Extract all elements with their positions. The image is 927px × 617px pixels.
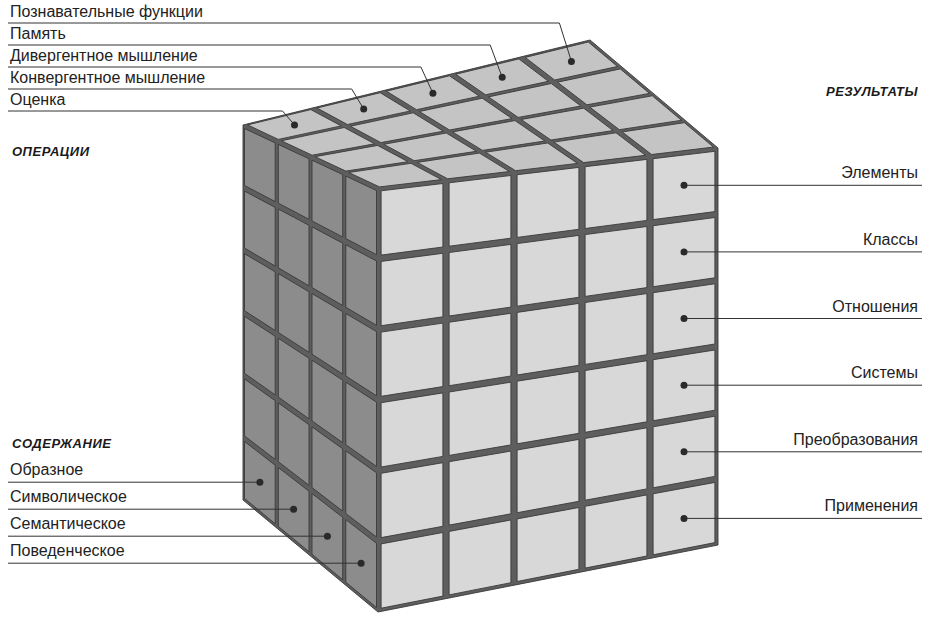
leader-dot [324,533,331,540]
cube-cell-top [248,110,342,140]
cube-cell-front [449,451,511,525]
cube-cell-front [449,244,511,316]
cube-cell-front [517,303,579,375]
cube-cell-front [517,167,579,237]
leader-dot [681,515,688,522]
cube-cell-side [278,209,309,286]
cube-cell-front [517,439,579,512]
axis-heading: РЕЗУЛЬТАТЫ [826,84,918,100]
cube-cell-front [381,323,443,396]
leader-dot [291,121,298,128]
axis-item-label: Конвергентное мышление [10,69,205,87]
cube-cell-front [381,533,443,609]
leader-dot [256,479,263,486]
cube-cell-front [381,184,443,256]
cube-cell-side [312,294,343,375]
cube-cell-front [449,520,511,595]
cube-cell-front [449,176,511,247]
cube-cell-front [449,382,511,455]
axis-item-label: Системы [851,364,918,382]
cube-cell-side [245,129,276,202]
axis-item-label: Семантическое [10,515,126,533]
axis-item-label: Познавательные функции [10,3,203,21]
axis-heading: СОДЕРЖАНИЕ [12,436,111,452]
leader-dot [681,448,688,455]
cube-cell-side [278,144,309,219]
leader-dot [681,248,688,255]
cube-cell-front [585,294,647,365]
axis-heading: ОПЕРАЦИИ [12,144,90,160]
cube-cell-front [517,235,579,306]
cube-cell-front [381,463,443,538]
axis-item-label: Поведенческое [10,542,125,560]
cube-cell-front [585,361,647,433]
cube-cell-front [449,313,511,385]
leader-dot [360,106,367,113]
leader-dot [681,382,688,389]
axis-item-label: Память [10,25,66,43]
leader-dot [429,90,436,97]
axis-item-label: Дивергентное мышление [10,47,198,65]
leader-dot [290,506,297,513]
leader-dot [499,74,506,81]
leader-line [684,451,922,452]
axis-item-label: Классы [863,231,918,249]
cube-cell-side [312,227,343,306]
cube-cell-front [585,428,647,500]
cube-cell-side [346,314,377,396]
cube-cell-top [525,42,617,80]
cube-cell-side [278,274,309,353]
cube-cell-side [346,245,377,325]
cube-cell-side [312,160,343,237]
leader-line [8,509,294,510]
cube-cell-front [517,371,579,443]
leader-line [8,563,361,564]
leader-line [8,536,327,537]
axis-item-label: Образное [10,461,83,479]
cube-cell-front [585,227,647,297]
leader-line [684,251,922,252]
leader-line [684,518,922,519]
cube-cell-front [517,508,579,582]
axis-item-label: Отношения [832,298,918,316]
leader-line [8,482,260,483]
axis-item-label: Применения [825,497,918,515]
cube-cell-front [381,393,443,467]
cube-cell-front [381,253,443,325]
cube-backing [243,40,718,612]
leader-line [684,385,922,386]
leader-line [684,318,922,319]
axis-item-label: Преобразования [793,431,918,449]
cube-cell-side [346,176,377,255]
leader-dot [681,315,688,322]
cube-cell-front [585,159,647,228]
axis-item-label: Элементы [841,164,918,182]
leader-line [8,89,364,109]
leader-dot [681,182,688,189]
leader-dot [358,560,365,567]
leader-line [8,111,295,125]
axis-item-label: Символическое [10,488,127,506]
leader-dot [568,58,575,65]
cube-cell-front [585,495,647,568]
cube-cell-side [245,191,276,266]
axis-item-label: Оценка [10,91,65,109]
leader-line [684,185,922,186]
